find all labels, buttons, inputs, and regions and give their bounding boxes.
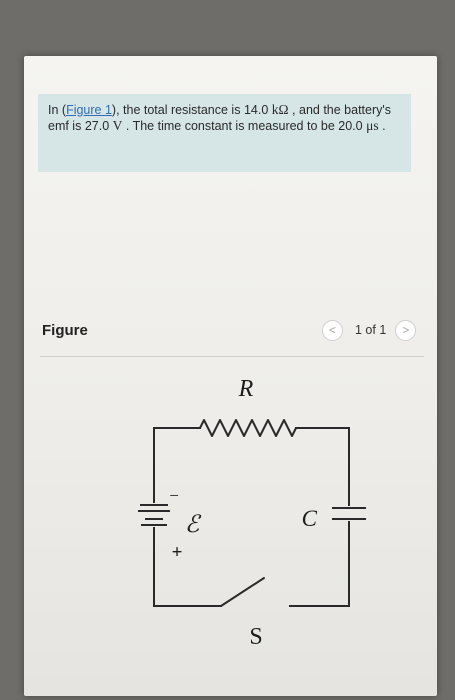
figure-pager: < 1 of 1 > (322, 318, 417, 342)
circuit-diagram: R ℰ C S − + (138, 376, 366, 650)
problem-text-part: ), the total resistance is (111, 103, 244, 117)
resistance-unit: kΩ (271, 102, 289, 117)
emf-unit: V (112, 118, 123, 133)
time-constant-unit: μs (366, 118, 379, 133)
battery-minus-sign: − (169, 486, 179, 505)
figure-heading: Figure (42, 322, 88, 339)
problem-text-part: In ( (48, 103, 67, 117)
resistor-symbol (199, 419, 297, 437)
battery-plus-sign: + (172, 542, 183, 563)
next-figure-button[interactable]: > (395, 319, 417, 341)
problem-statement-box: In (Figure 1), the total resistance is 1… (38, 94, 411, 172)
wire-bottom-left (153, 527, 222, 607)
problem-statement: In (Figure 1), the total resistance is 1… (48, 94, 401, 134)
figure-link[interactable]: Figure 1 (66, 103, 112, 117)
problem-text-part: . (382, 119, 386, 133)
emf-symbol: ℰ (185, 512, 202, 538)
problem-page: In (Figure 1), the total resistance is 1… (24, 56, 437, 696)
figure-page-indicator: 1 of 1 (355, 323, 387, 337)
capacitor-label: C (302, 506, 318, 531)
prev-figure-button[interactable]: < (322, 319, 343, 341)
resistor-label: R (238, 376, 254, 402)
time-constant-value: 20.0 (338, 119, 363, 133)
circuit-wires (153, 427, 350, 607)
wire-bottom-right (289, 521, 350, 607)
wire-top-right (295, 427, 350, 506)
problem-text-part: , and the battery's emf is (48, 103, 392, 133)
figure-divider (40, 356, 424, 357)
resistance-value: 14.0 (243, 103, 269, 117)
wire-top-left (153, 427, 201, 503)
switch-label: S (249, 624, 262, 650)
switch-lever (220, 577, 265, 607)
emf-value: 27.0 (84, 119, 110, 133)
problem-text-part: . The time constant is measured to be (125, 119, 339, 133)
